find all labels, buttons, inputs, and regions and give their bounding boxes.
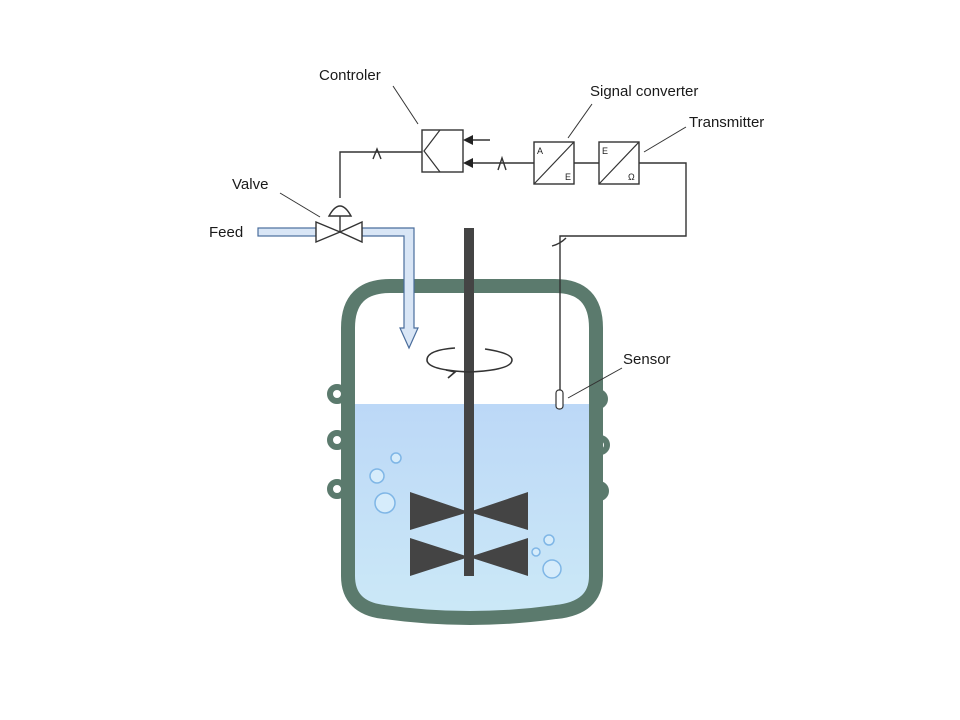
signal-wiring — [339, 135, 687, 392]
controller-label: Controler — [319, 67, 381, 84]
valve-label: Valve — [232, 176, 268, 193]
converter-out-mark: E — [565, 172, 571, 182]
converter-in-mark: A — [537, 146, 543, 156]
transmitter-in-mark: E — [602, 146, 608, 156]
sensor-probe — [555, 389, 564, 410]
signal-converter-label: Signal converter — [590, 83, 698, 100]
controller-block — [421, 129, 464, 173]
transmitter-label: Transmitter — [689, 114, 764, 131]
rotation-arrow-icon — [426, 347, 513, 373]
transmitter-out-mark: Ω — [628, 172, 635, 182]
transmitter-block: E Ω — [598, 141, 640, 185]
agitator-shaft — [464, 228, 474, 576]
impeller-lower — [410, 538, 528, 576]
gas-bubbles — [369, 452, 562, 579]
control-valve — [315, 205, 363, 244]
signal-converter-block: A E — [533, 141, 575, 185]
feed-label: Feed — [209, 224, 243, 241]
sensor-label: Sensor — [623, 351, 671, 368]
leader-lines — [279, 85, 687, 399]
impeller-upper — [410, 492, 528, 530]
rotation-arrowhead — [445, 369, 457, 379]
vessel-wall — [341, 279, 603, 625]
agitator — [410, 228, 528, 576]
